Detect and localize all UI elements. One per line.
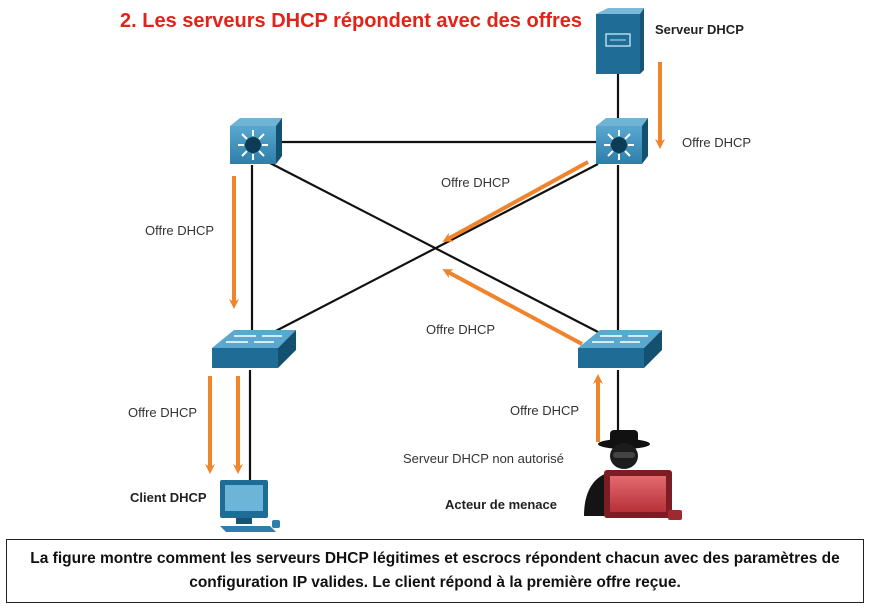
offer-label-left: Offre DHCP [145, 223, 214, 238]
access-switch-icon-right [578, 330, 662, 368]
network-links [248, 74, 620, 480]
server-label: Serveur DHCP [655, 22, 744, 37]
link-core-right-to-access-left [267, 163, 599, 336]
figure-caption: La figure montre comment les serveurs DH… [6, 539, 864, 603]
server-icon [596, 8, 644, 74]
threat-actor-icon [584, 430, 682, 520]
offer-arrows [205, 62, 665, 474]
multilayer-switch-icon-right [596, 118, 648, 164]
offer-label-lower-middle: Offre DHCP [426, 322, 495, 337]
arrow-core-right-to-center [442, 160, 589, 242]
access-switch-icon-left [212, 330, 296, 368]
offer-label-middle: Offre DHCP [441, 175, 510, 190]
arrow-access-right-to-center [442, 269, 583, 346]
diagram-title: 2. Les serveurs DHCP répondent avec des … [120, 10, 583, 32]
offer-label-bottom-right: Offre DHCP [510, 403, 579, 418]
offer-label-bottom-left: Offre DHCP [128, 405, 197, 420]
multilayer-switch-icon-left [230, 118, 282, 164]
computer-icon [220, 480, 280, 532]
rogue-server-label: Serveur DHCP non autorisé [403, 451, 564, 466]
client-label: Client DHCP [130, 490, 207, 505]
caption-text: La figure montre comment les serveurs DH… [30, 550, 840, 591]
threat-actor-label: Acteur de menace [445, 497, 557, 512]
offer-label-top-right: Offre DHCP [682, 135, 751, 150]
